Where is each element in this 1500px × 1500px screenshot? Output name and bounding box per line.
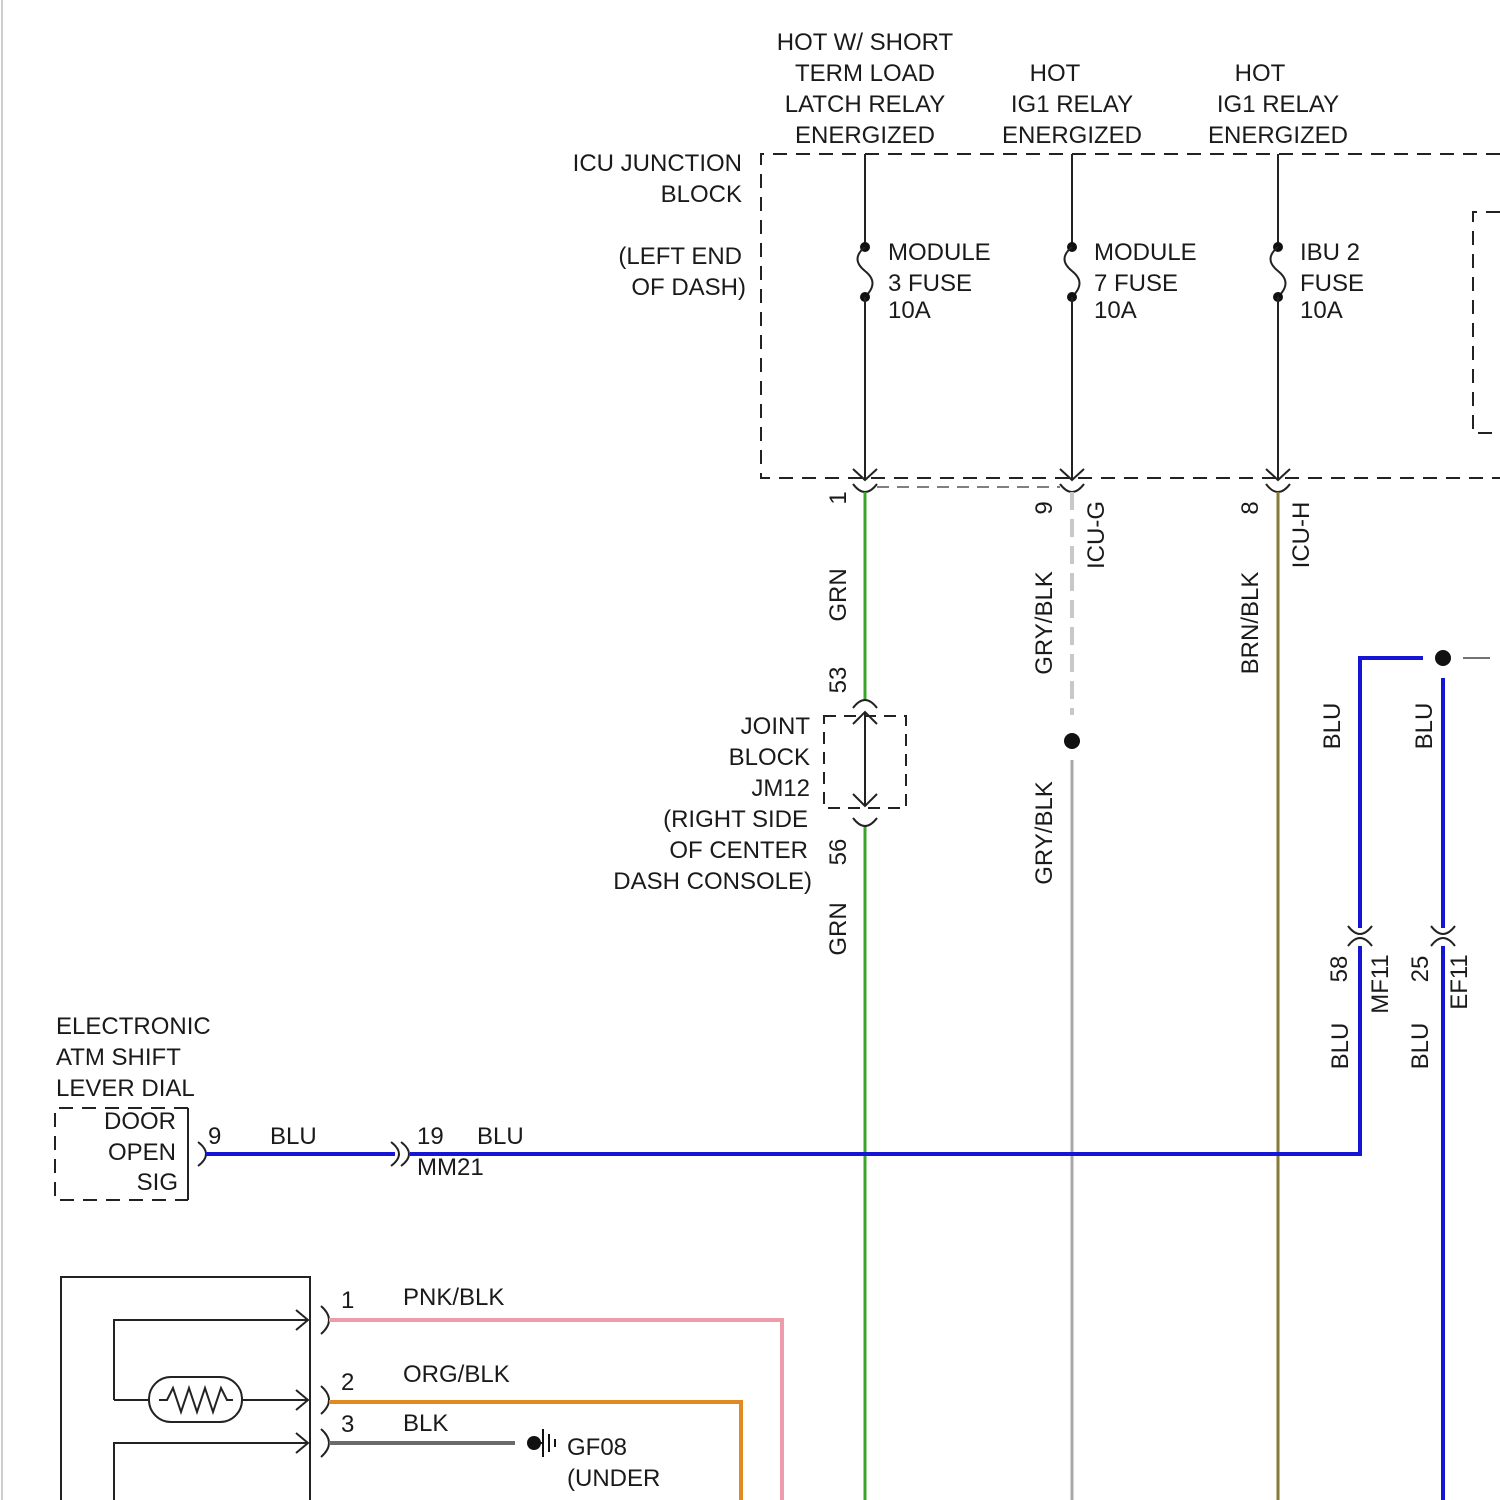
pin-25: 25 xyxy=(1407,956,1434,983)
source-line: LATCH RELAY xyxy=(785,91,946,118)
wire-label-blu: BLU xyxy=(270,1123,317,1150)
wire-label-grn: GRN xyxy=(825,902,852,955)
block-name-line: ICU JUNCTION xyxy=(573,150,742,177)
pin-1: 1 xyxy=(825,491,852,504)
wire-label-gry-blk: GRY/BLK xyxy=(1031,781,1058,885)
connector-icu-h: ICU-H xyxy=(1288,502,1315,569)
socket-c3 xyxy=(321,1429,329,1457)
block-location-line: OF DASH) xyxy=(631,274,746,301)
fuse-label: 10A xyxy=(1094,297,1137,324)
pin-19: 19 xyxy=(417,1123,444,1150)
fuse-label: MODULE xyxy=(1094,239,1197,266)
pin-2: 2 xyxy=(341,1369,354,1396)
pin-function-line: DOOR xyxy=(104,1108,176,1135)
icu-junction-block-label: ICU JUNCTION BLOCK (LEFT END OF DASH) xyxy=(573,150,746,301)
connector-mm21-label: MM21 xyxy=(417,1154,484,1181)
module-7-fuse: MODULE 7 FUSE 10A xyxy=(1060,154,1197,480)
socket-mf11 xyxy=(1348,926,1372,946)
joint-label-line: BLOCK xyxy=(729,744,810,771)
source-hot-ig1-relay-a: HOT IG1 RELAY ENERGIZED xyxy=(1002,60,1142,149)
joint-label-line: JM12 xyxy=(751,775,810,802)
adjacent-block-outline xyxy=(1473,212,1500,433)
wire-label-blu: BLU xyxy=(1407,1023,1434,1070)
fuse-label: 7 FUSE xyxy=(1094,270,1178,297)
pin-53: 53 xyxy=(825,667,852,694)
pin-58: 58 xyxy=(1326,956,1353,983)
pin-9: 9 xyxy=(208,1123,221,1150)
splice-dot xyxy=(1435,650,1451,666)
socket-1 xyxy=(853,484,877,492)
source-hot-ig1-relay-b: HOT IG1 RELAY ENERGIZED xyxy=(1208,60,1348,149)
joint-block-label: JOINT BLOCK JM12 (RIGHT SIDE OF CENTER D… xyxy=(613,713,812,895)
joint-label-line: JOINT xyxy=(741,713,811,740)
connector-mf11: MF11 xyxy=(1367,954,1394,1014)
ibu-2-fuse: IBU 2 FUSE 10A xyxy=(1266,154,1364,480)
wire-label-blu: BLU xyxy=(1411,703,1438,750)
connector-icu-g: ICU-G xyxy=(1083,501,1110,569)
joint-socket-53 xyxy=(853,700,877,708)
source-line: ENERGIZED xyxy=(1208,122,1348,149)
wire-label-blu: BLU xyxy=(1327,1023,1354,1070)
pin-3: 3 xyxy=(341,1411,354,1438)
socket-c2 xyxy=(321,1386,329,1414)
pin-8: 8 xyxy=(1237,501,1264,514)
pin-9: 9 xyxy=(1031,501,1058,514)
ground-name: GF08 xyxy=(567,1434,627,1461)
pin-function-line: OPEN xyxy=(108,1139,176,1166)
wire-label-blu: BLU xyxy=(1319,703,1346,750)
door-open-sig-label: DOOR OPEN SIG xyxy=(104,1108,178,1196)
fuse-label: 10A xyxy=(888,297,931,324)
fuse-label: FUSE xyxy=(1300,270,1364,297)
wire-label-pnk-blk: PNK/BLK xyxy=(403,1284,504,1311)
blu-wire-main xyxy=(410,946,1360,1154)
source-line: ENERGIZED xyxy=(795,122,935,149)
component-title-line: ATM SHIFT xyxy=(56,1044,181,1071)
source-line: HOT xyxy=(1235,60,1286,87)
module-3-fuse: MODULE 3 FUSE 10A xyxy=(853,154,991,480)
component-title-line: LEVER DIAL xyxy=(56,1075,195,1102)
shift-lever-dial-title: ELECTRONIC ATM SHIFT LEVER DIAL xyxy=(56,1013,211,1102)
component-title-line: ELECTRONIC xyxy=(56,1013,211,1040)
ground-location: (UNDER xyxy=(567,1465,660,1492)
joint-label-line: (RIGHT SIDE xyxy=(663,806,808,833)
joint-socket-56 xyxy=(853,818,877,826)
socket-ef11 xyxy=(1431,926,1455,946)
joint-label-line: DASH CONSOLE) xyxy=(613,868,812,895)
sensor-lead-3 xyxy=(114,1443,308,1500)
joint-label-line: OF CENTER xyxy=(669,837,808,864)
socket-dial-9 xyxy=(198,1142,206,1166)
block-name-line: BLOCK xyxy=(661,181,742,208)
source-line: IG1 RELAY xyxy=(1217,91,1339,118)
pin-1: 1 xyxy=(341,1287,354,1314)
blu-wire-mf11 xyxy=(1360,658,1423,928)
socket-9 xyxy=(1060,484,1084,492)
wire-label-blk: BLK xyxy=(403,1410,448,1437)
fuse-label: 3 FUSE xyxy=(888,270,972,297)
org-blk-wire xyxy=(329,1402,741,1500)
source-line: ENERGIZED xyxy=(1002,122,1142,149)
block-location-line: (LEFT END xyxy=(618,243,742,270)
wire-label-grn: GRN xyxy=(825,568,852,621)
wire-label-blu: BLU xyxy=(477,1123,524,1150)
source-line: TERM LOAD xyxy=(795,60,935,87)
fuse-label: MODULE xyxy=(888,239,991,266)
pin-56: 56 xyxy=(825,839,852,866)
splice-dot xyxy=(1064,733,1080,749)
source-hot-short-term-load: HOT W/ SHORT TERM LOAD LATCH RELAY ENERG… xyxy=(777,29,954,149)
pnk-blk-wire xyxy=(329,1320,782,1500)
connector-ef11: EF11 xyxy=(1446,954,1473,1010)
wire-label-brn-blk: BRN/BLK xyxy=(1237,572,1264,675)
fuse-label: IBU 2 xyxy=(1300,239,1360,266)
pin-function-line: SIG xyxy=(137,1169,178,1196)
socket-8 xyxy=(1266,484,1290,492)
wire-label-gry-blk: GRY/BLK xyxy=(1031,571,1058,675)
ground-icon xyxy=(534,1429,555,1457)
socket-c1 xyxy=(321,1306,329,1334)
wire-label-org-blk: ORG/BLK xyxy=(403,1361,510,1388)
source-line: HOT W/ SHORT xyxy=(777,29,954,56)
fuse-label: 10A xyxy=(1300,297,1343,324)
source-line: HOT xyxy=(1030,60,1081,87)
source-line: IG1 RELAY xyxy=(1011,91,1133,118)
